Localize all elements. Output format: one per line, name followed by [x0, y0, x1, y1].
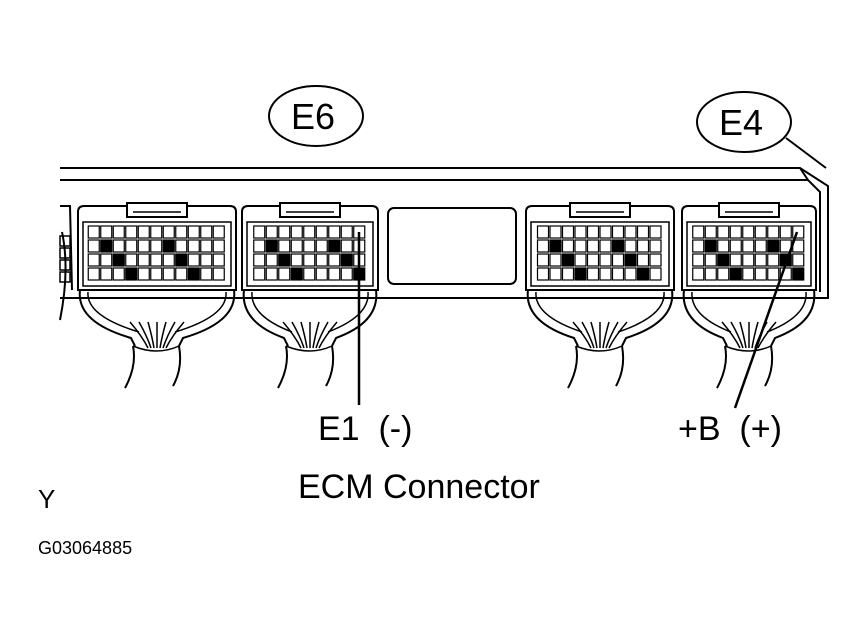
connector-group [59, 202, 817, 389]
pin-label-plus-b: +B (+) [678, 410, 782, 448]
ecm-housing [60, 167, 829, 299]
caption: ECM Connector [298, 468, 540, 506]
connector-1 [77, 202, 237, 389]
callout-label-e6: E6 [291, 96, 336, 137]
connector-3 [525, 202, 675, 389]
connector-e4 [681, 202, 817, 389]
callout-leader-e4 [785, 137, 827, 169]
pin-label-e1: E1 (-) [318, 410, 413, 448]
callout-oval-e4 [696, 91, 792, 153]
center-plate [387, 207, 517, 285]
callout-oval-e6 [268, 85, 364, 147]
figure-code: G03064885 [38, 538, 133, 558]
corner-letter: Y [38, 484, 56, 514]
connector-e6 [241, 202, 379, 389]
connector-partial [59, 205, 73, 321]
callout-label-e4: E4 [719, 102, 764, 143]
leader-plus-b [733, 231, 799, 409]
